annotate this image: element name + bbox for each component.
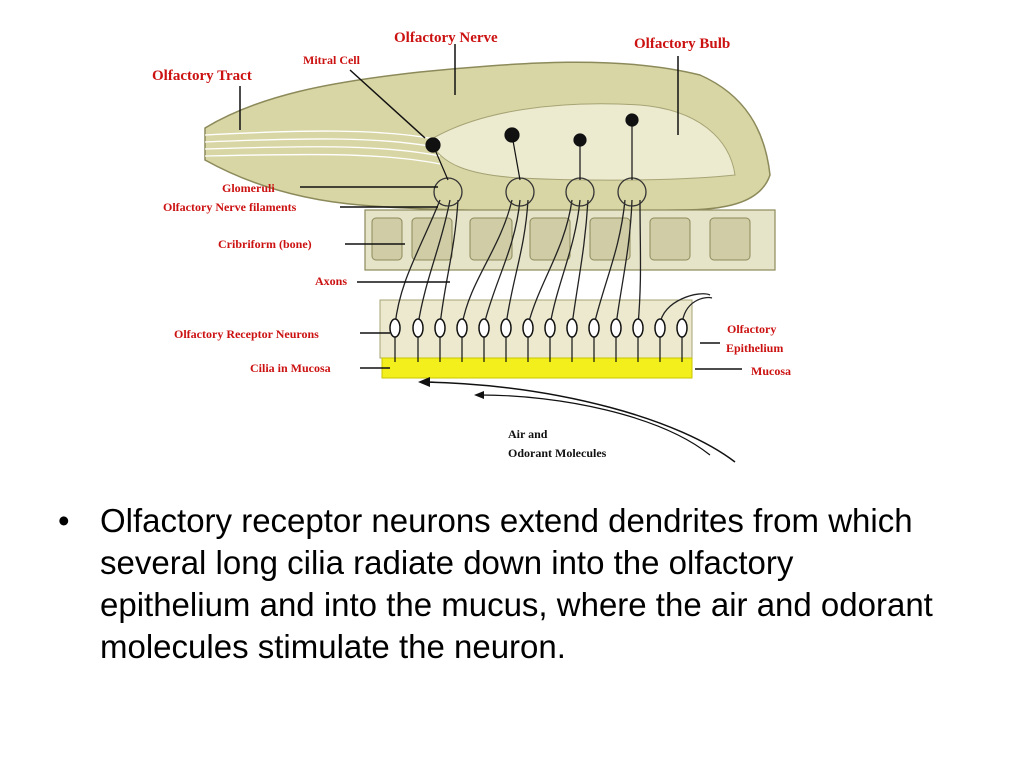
label-receptor-neurons: Olfactory Receptor Neurons: [174, 327, 319, 341]
airflow-arrow-outer: [479, 394, 711, 456]
label-olfactory-nerve: Olfactory Nerve: [394, 30, 498, 46]
olfactory-tract-fibers: [204, 130, 441, 165]
label-mucosa: Mucosa: [751, 364, 791, 378]
bone-cells: [371, 217, 751, 261]
bullet-symbol: •: [58, 502, 70, 539]
label-olfactory-tract: Olfactory Tract: [152, 68, 252, 84]
label-cilia-in-mucosa: Cilia in Mucosa: [250, 361, 331, 375]
label-olfactory-bulb: Olfactory Bulb: [634, 36, 730, 52]
airflow-arrowhead-inner: [418, 377, 430, 387]
label-olfactory-epithelium-1: Olfactory: [727, 322, 776, 336]
dendrites: [394, 337, 683, 362]
leader-lines: [239, 44, 742, 370]
label-olfactory-nerve-filaments: Olfactory Nerve filaments: [163, 200, 297, 214]
olfactory-diagram: Olfactory Nerve Olfactory Bulb Mitral Ce…: [152, 30, 791, 463]
axons: [394, 199, 713, 326]
airflow-arrow-inner: [424, 381, 736, 463]
mucosa-band: [381, 357, 693, 379]
label-cribriform: Cribriform (bone): [218, 237, 312, 251]
label-air-1: Air and: [508, 427, 548, 441]
label-air-2: Odorant Molecules: [508, 446, 607, 460]
airflow-arrowhead-outer: [474, 391, 484, 399]
receptor-neurons: [389, 318, 688, 338]
label-axons: Axons: [315, 274, 347, 288]
mitral-cells: [425, 113, 639, 181]
olfactory-epithelium: [379, 299, 693, 359]
label-mitral-cell: Mitral Cell: [303, 53, 361, 67]
label-glomeruli: Glomeruli: [222, 181, 275, 195]
label-olfactory-epithelium-2: Epithelium: [726, 341, 783, 355]
bullet-text: Olfactory receptor neurons extend dendri…: [100, 502, 933, 665]
